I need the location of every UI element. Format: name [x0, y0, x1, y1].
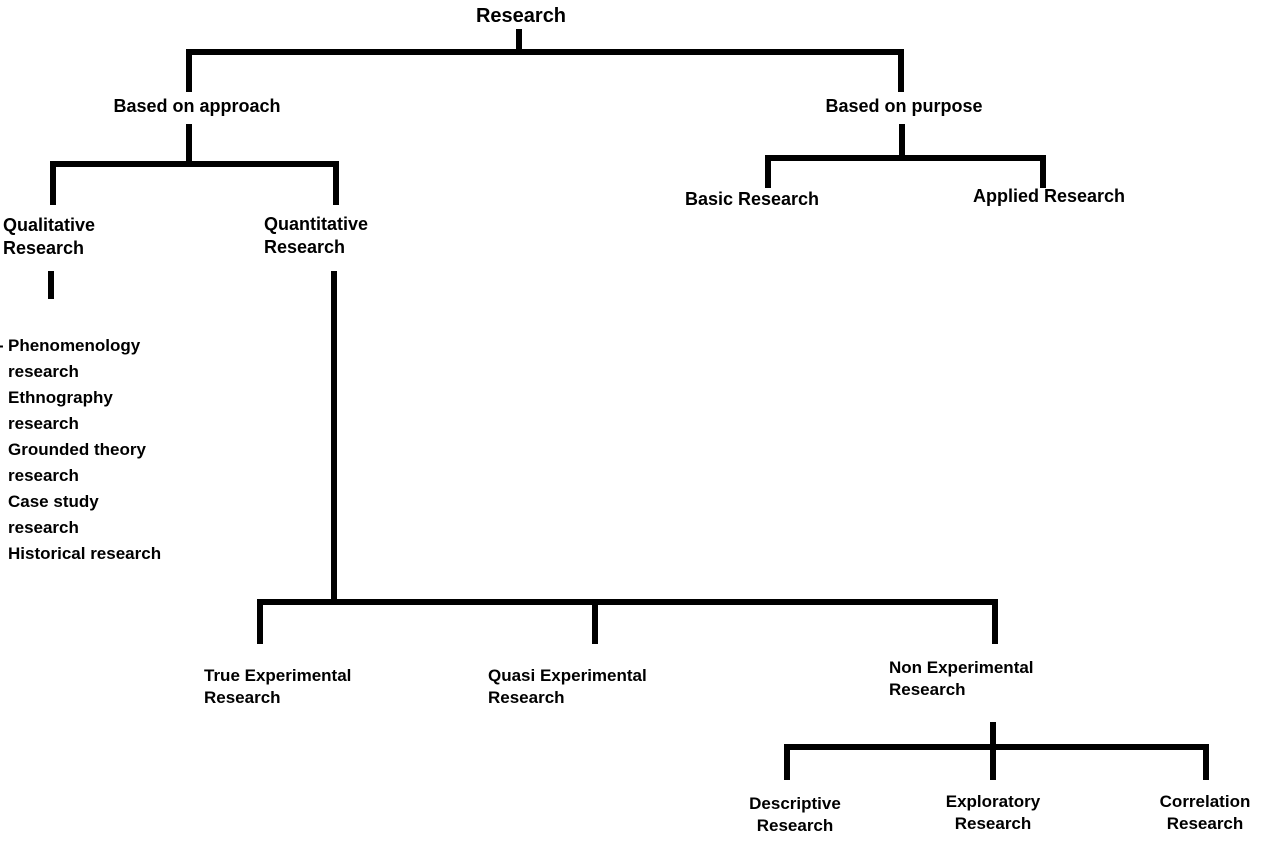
node-research-root: Research	[475, 5, 567, 27]
edge-purpose-bar	[765, 155, 1046, 161]
edge-purpose-stem	[899, 124, 905, 160]
edge-quantitative-bar	[257, 599, 998, 605]
edge-nonexp-to-exploratory	[990, 744, 996, 780]
edge-root-bar	[186, 49, 904, 55]
edge-nonexp-to-correlation	[1203, 744, 1209, 780]
edge-approach-to-quantitative	[333, 161, 339, 205]
edge-quant-to-true-experimental	[257, 599, 263, 644]
node-descriptive-research: Descriptive Research	[749, 794, 841, 835]
edge-root-to-approach	[186, 49, 192, 92]
edge-nonexp-stem	[990, 722, 996, 750]
node-true-experimental-research: True Experimental Research	[204, 666, 352, 707]
node-quasi-experimental-research: Quasi Experimental Research	[488, 666, 647, 707]
list-qualitative-methods: Phenomenology research Ethnography resea…	[8, 336, 162, 563]
node-based-on-purpose: Based on purpose	[825, 96, 983, 116]
node-qualitative-research: Qualitative Research	[3, 215, 96, 259]
node-based-on-approach: Based on approach	[113, 96, 281, 116]
edge-qualitative-stub	[48, 271, 54, 299]
node-exploratory-research: Exploratory Research	[945, 792, 1041, 833]
edge-nonexp-bar	[784, 744, 1209, 750]
node-basic-research: Basic Research	[684, 189, 820, 209]
node-correlation-research: Correlation Research	[1159, 792, 1251, 833]
edge-quant-to-quasi-experimental	[592, 599, 598, 644]
edge-approach-to-qualitative	[50, 161, 56, 205]
edge-root-stem	[516, 29, 522, 54]
bullet-dash-icon: -	[0, 333, 10, 359]
edge-quantitative-trunk	[331, 271, 337, 603]
edge-nonexp-to-descriptive	[784, 744, 790, 780]
node-non-experimental-research: Non Experimental Research	[889, 658, 1034, 699]
edge-quant-to-non-experimental	[992, 599, 998, 644]
edge-approach-stem	[186, 124, 192, 167]
edge-purpose-to-applied	[1040, 155, 1046, 188]
edge-approach-bar	[50, 161, 339, 167]
edge-purpose-to-basic	[765, 155, 771, 188]
node-quantitative-research: Quantitative Research	[264, 214, 369, 258]
node-applied-research: Applied Research	[972, 186, 1126, 206]
edge-root-to-purpose	[898, 49, 904, 92]
